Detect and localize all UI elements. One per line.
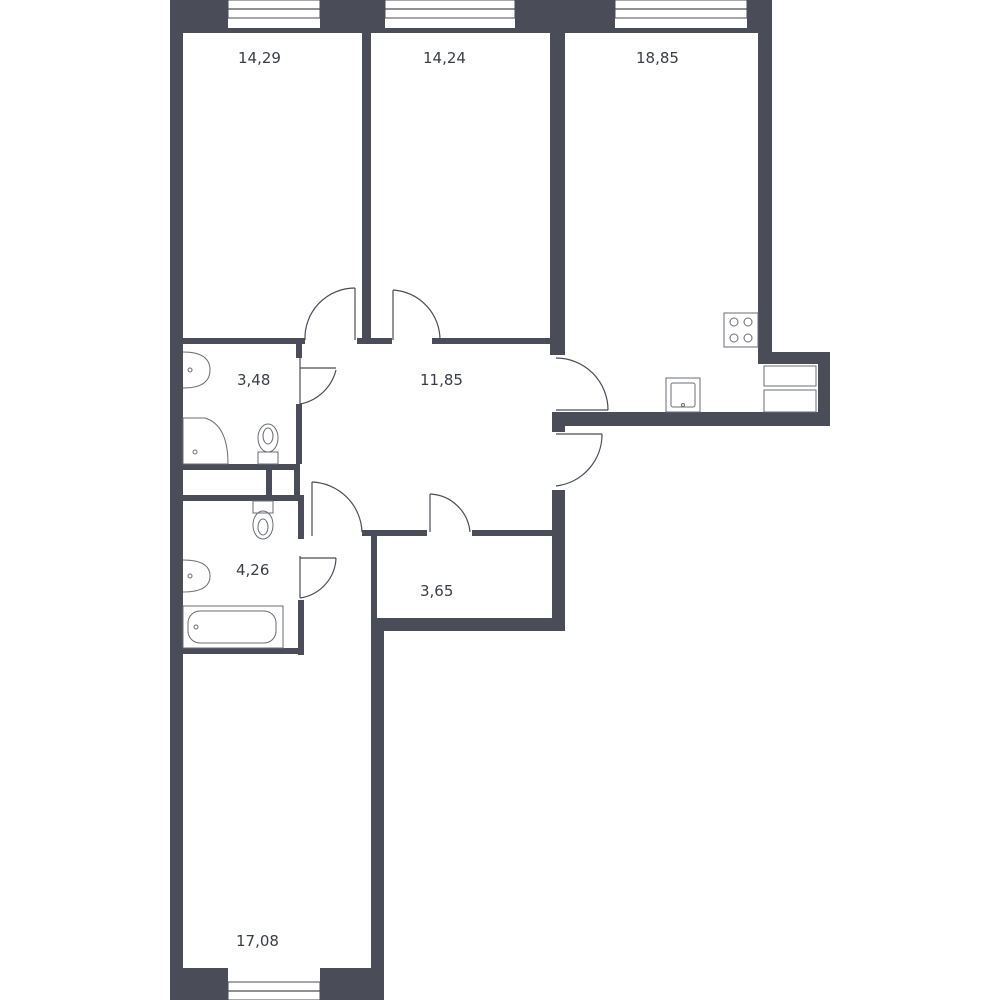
door-bedroom-1 [304,287,356,341]
door-bedroom-3 [311,481,363,536]
washbasin-icon [182,559,211,593]
bathtub-icon [182,605,284,649]
toilet-icon [257,423,279,465]
door-bathroom-1 [299,358,337,405]
stove-icon [723,312,759,348]
room-area-bedroom-1: 14,29 [238,49,281,67]
room-area-bathroom-2: 4,26 [236,561,269,579]
window-bedroom-1 [227,0,321,19]
room-area-bedroom-2: 14,24 [423,49,466,67]
room-area-hallway: 11,85 [420,371,463,389]
window-kitchen [614,0,748,19]
window-bedroom-3 [227,981,321,1000]
room-area-bathroom-1: 3,48 [237,371,270,389]
outer-walls [170,0,830,1000]
windows [227,0,748,1000]
door-kitchen [555,357,609,411]
balcony [763,365,817,413]
window-bedroom-2 [384,0,516,19]
room-area-storage: 3,65 [420,582,453,600]
interior-walls [170,28,772,655]
door-bedroom-2 [392,289,441,341]
fixtures [182,312,817,649]
sink-icon [665,377,701,413]
door-storage [429,493,471,533]
toilet-icon [252,500,274,540]
room-area-bedroom-3: 17,08 [236,932,279,950]
door-bathroom-2 [299,556,337,599]
shower-icon [182,417,229,465]
room-labels: 14,29 14,24 18,85 11,85 3,48 4,26 3,65 1… [236,49,679,950]
doors [299,287,609,599]
room-area-kitchen-living: 18,85 [636,49,679,67]
door-entrance [555,433,603,487]
washbasin-icon [182,351,211,389]
